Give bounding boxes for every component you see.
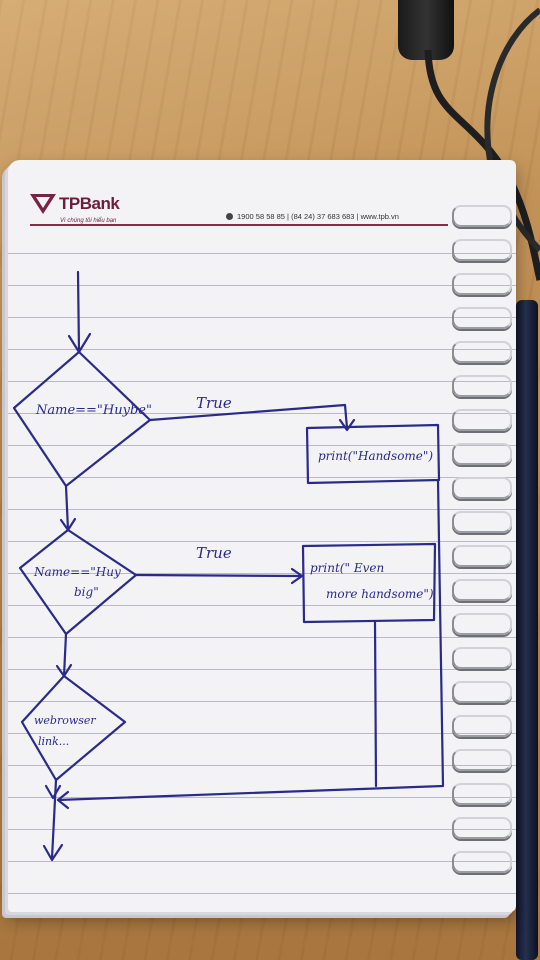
ruled-lines	[8, 222, 516, 912]
decision-2-text-line2: big"	[74, 585, 99, 599]
action-2-return-line	[373, 620, 378, 788]
decision-3-down-arrow	[44, 784, 62, 800]
spiral-ring	[452, 647, 512, 669]
brand-name: TPBank	[59, 194, 120, 213]
action-1-text: print("Handsome")	[318, 449, 433, 463]
spiral-ring	[452, 783, 512, 805]
spiral-ring	[452, 545, 512, 567]
true-2-arrow-head	[290, 567, 304, 585]
merge-arrow-head	[56, 790, 70, 810]
decision-3-text-line1: webrowser	[34, 714, 96, 727]
spiral-ring	[452, 239, 512, 261]
action-1-return-line	[56, 478, 445, 802]
flow-1-2-line	[64, 484, 70, 532]
decision-1-diamond	[12, 350, 152, 488]
brand-logo: TPBank	[30, 194, 120, 214]
action-2-text-line1: print(" Even	[310, 561, 384, 575]
decision-2-text-line1: Name=="Huy	[33, 565, 121, 579]
spiral-ring	[452, 749, 512, 771]
spiral-ring	[452, 817, 512, 839]
decision-3-diamond	[20, 674, 127, 782]
spiral-ring	[452, 477, 512, 499]
decision-2-diamond	[18, 528, 138, 636]
contact-text: 1900 58 58 85 | (84 24) 37 683 683 | www…	[237, 212, 399, 221]
contact-info: 1900 58 58 85 | (84 24) 37 683 683 | www…	[226, 212, 399, 221]
phone-icon	[226, 213, 233, 220]
spiral-ring	[452, 341, 512, 363]
flow-2-3-line	[62, 632, 68, 678]
flow-3-exit-line	[50, 778, 58, 860]
true-2-label: True	[196, 544, 232, 562]
spiral-ring	[452, 273, 512, 295]
spiral-ring	[452, 579, 512, 601]
spiral-ring	[452, 443, 512, 465]
true-1-label: True	[196, 394, 232, 412]
spiral-ring	[452, 715, 512, 737]
brand-tagline: Vì chúng tôi hiểu bạn	[60, 218, 117, 224]
spiral-binding	[452, 205, 512, 885]
exit-arrow-head	[42, 843, 64, 862]
true-1-line	[148, 403, 349, 430]
decision-1-text: Name=="Huybe"	[35, 403, 152, 418]
tpbank-logo-icon	[30, 194, 56, 214]
entry-arrow	[76, 270, 81, 354]
spiral-ring	[452, 851, 512, 873]
spiral-ring	[452, 375, 512, 397]
action-2-text-line2: more handsome")	[326, 587, 434, 601]
spiral-ring	[452, 511, 512, 533]
spiral-ring	[452, 681, 512, 703]
header-rule	[30, 224, 448, 226]
true-1-arrow-head	[338, 418, 356, 432]
spiral-ring	[452, 613, 512, 635]
spiral-ring	[452, 307, 512, 329]
decision-3-text-line2: link...	[38, 735, 69, 748]
pen	[516, 300, 538, 960]
spiral-ring	[452, 205, 512, 227]
spiral-ring	[452, 409, 512, 431]
true-2-line	[134, 573, 302, 578]
action-2-box	[301, 542, 437, 624]
